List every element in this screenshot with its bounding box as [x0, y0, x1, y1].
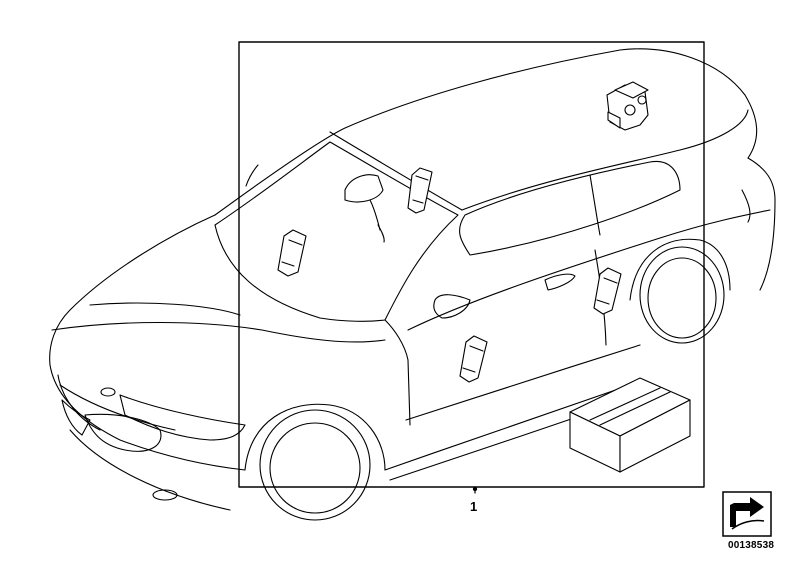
parts-kit-box-icon — [569, 377, 691, 473]
antenna-module-icon — [459, 335, 488, 383]
rear-view-mirror-icon — [344, 174, 385, 243]
callout-label: 1 — [470, 499, 478, 514]
car-outline-icon — [49, 48, 776, 521]
navigation-arrow-icon[interactable] — [722, 491, 772, 537]
document-number: 00138538 — [728, 540, 775, 551]
antenna-module-icon — [407, 167, 433, 214]
sensor-module-icon — [606, 81, 649, 131]
antenna-module-icon — [277, 229, 307, 277]
antenna-module-icon — [593, 267, 622, 315]
assembly-frame — [238, 41, 705, 488]
